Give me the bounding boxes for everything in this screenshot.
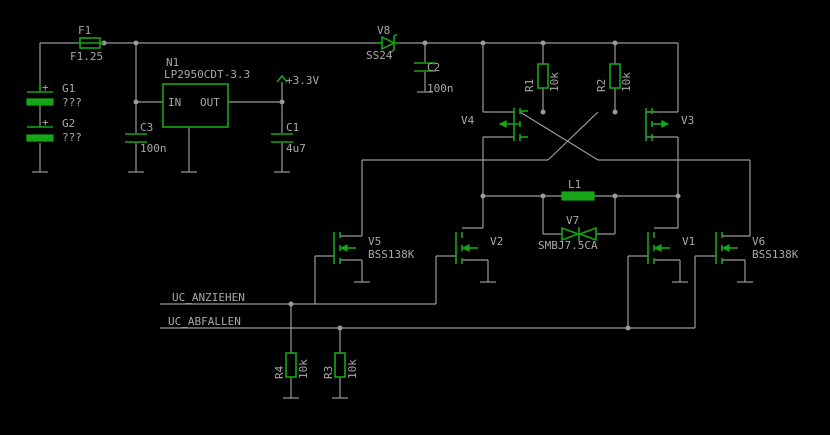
tvs-v7: V7 SMBJ7.5CA <box>538 214 598 252</box>
g1-plus-sign: + <box>42 81 49 94</box>
g1-value: ??? <box>62 96 82 109</box>
battery-g1: + G1 ??? <box>26 81 82 109</box>
v1-ref: V1 <box>682 235 695 248</box>
v7-ref: V7 <box>566 214 579 227</box>
r4-ref: R4 <box>273 365 286 379</box>
capacitor-c2: C2 100n <box>414 61 454 95</box>
supply-3v3: +3.3V <box>276 74 319 87</box>
n1-ref: N1 <box>166 56 179 69</box>
v8-value: SS24 <box>366 49 393 62</box>
g2-value: ??? <box>62 131 82 144</box>
c2-ref: C2 <box>427 61 440 74</box>
resistor-r3: R3 10k <box>322 352 359 379</box>
r2-ref: R2 <box>595 79 608 92</box>
net-uc-anziehen: UC_ANZIEHEN <box>172 291 245 304</box>
battery-g2: + G2 ??? <box>26 116 82 144</box>
mosfet-v3: V3 <box>645 108 694 141</box>
r3-ref: R3 <box>322 366 335 379</box>
resistor-r2: R2 10k <box>595 63 633 92</box>
net-uc-abfallen: UC_ABFALLEN <box>168 315 241 328</box>
r4-value: 10k <box>297 359 310 379</box>
c3-value: 100n <box>140 142 167 155</box>
l1-ref: L1 <box>568 178 581 191</box>
v6-ref: V6 <box>752 235 765 248</box>
c1-value: 4u7 <box>286 142 306 155</box>
ground-symbols <box>32 91 753 399</box>
v5-value: BSS138K <box>368 248 415 261</box>
r1-value: 10k <box>548 72 561 92</box>
g2-plus-sign: + <box>42 116 49 129</box>
f1-ref: F1 <box>78 24 91 37</box>
wires <box>39 42 751 398</box>
mosfet-v1: V1 <box>647 232 695 264</box>
v2-ref: V2 <box>490 235 503 248</box>
supply-label: +3.3V <box>286 74 319 87</box>
diode-v8: V8 SS24 <box>366 24 400 62</box>
c3-ref: C3 <box>140 121 153 134</box>
r3-value: 10k <box>346 359 359 379</box>
g2-ref: G2 <box>62 117 75 130</box>
v5-ref: V5 <box>368 235 381 248</box>
v7-value: SMBJ7.5CA <box>538 239 598 252</box>
resistor-r4: R4 10k <box>273 352 310 379</box>
v4-ref: V4 <box>461 114 475 127</box>
f1-value: F1.25 <box>70 50 103 63</box>
c2-value: 100n <box>427 82 454 95</box>
v8-ref: V8 <box>377 24 390 37</box>
capacitor-c1: C1 4u7 <box>271 121 306 155</box>
fuse-f1: F1 F1.25 <box>70 24 104 63</box>
v6-value: BSS138K <box>752 248 799 261</box>
junction-dots <box>101 40 681 331</box>
resistor-r1: R1 10k <box>523 63 561 92</box>
r2-value: 10k <box>620 72 633 92</box>
r1-ref: R1 <box>523 79 536 92</box>
mosfet-v5: V5 BSS138K <box>333 232 415 264</box>
regulator-n1: N1 LP2950CDT-3.3 IN OUT <box>162 56 250 128</box>
n1-pin-out: OUT <box>200 96 220 109</box>
mosfet-v6: V6 BSS138K <box>715 232 799 264</box>
v3-ref: V3 <box>681 114 694 127</box>
capacitor-c3: C3 100n <box>125 121 167 155</box>
coil-l1: L1 <box>561 178 595 201</box>
mosfet-v2: V2 <box>455 232 503 264</box>
n1-value: LP2950CDT-3.3 <box>164 68 250 81</box>
g1-ref: G1 <box>62 82 75 95</box>
c1-ref: C1 <box>286 121 299 134</box>
mosfet-v4: V4 <box>461 108 528 141</box>
n1-pin-in: IN <box>168 96 181 109</box>
